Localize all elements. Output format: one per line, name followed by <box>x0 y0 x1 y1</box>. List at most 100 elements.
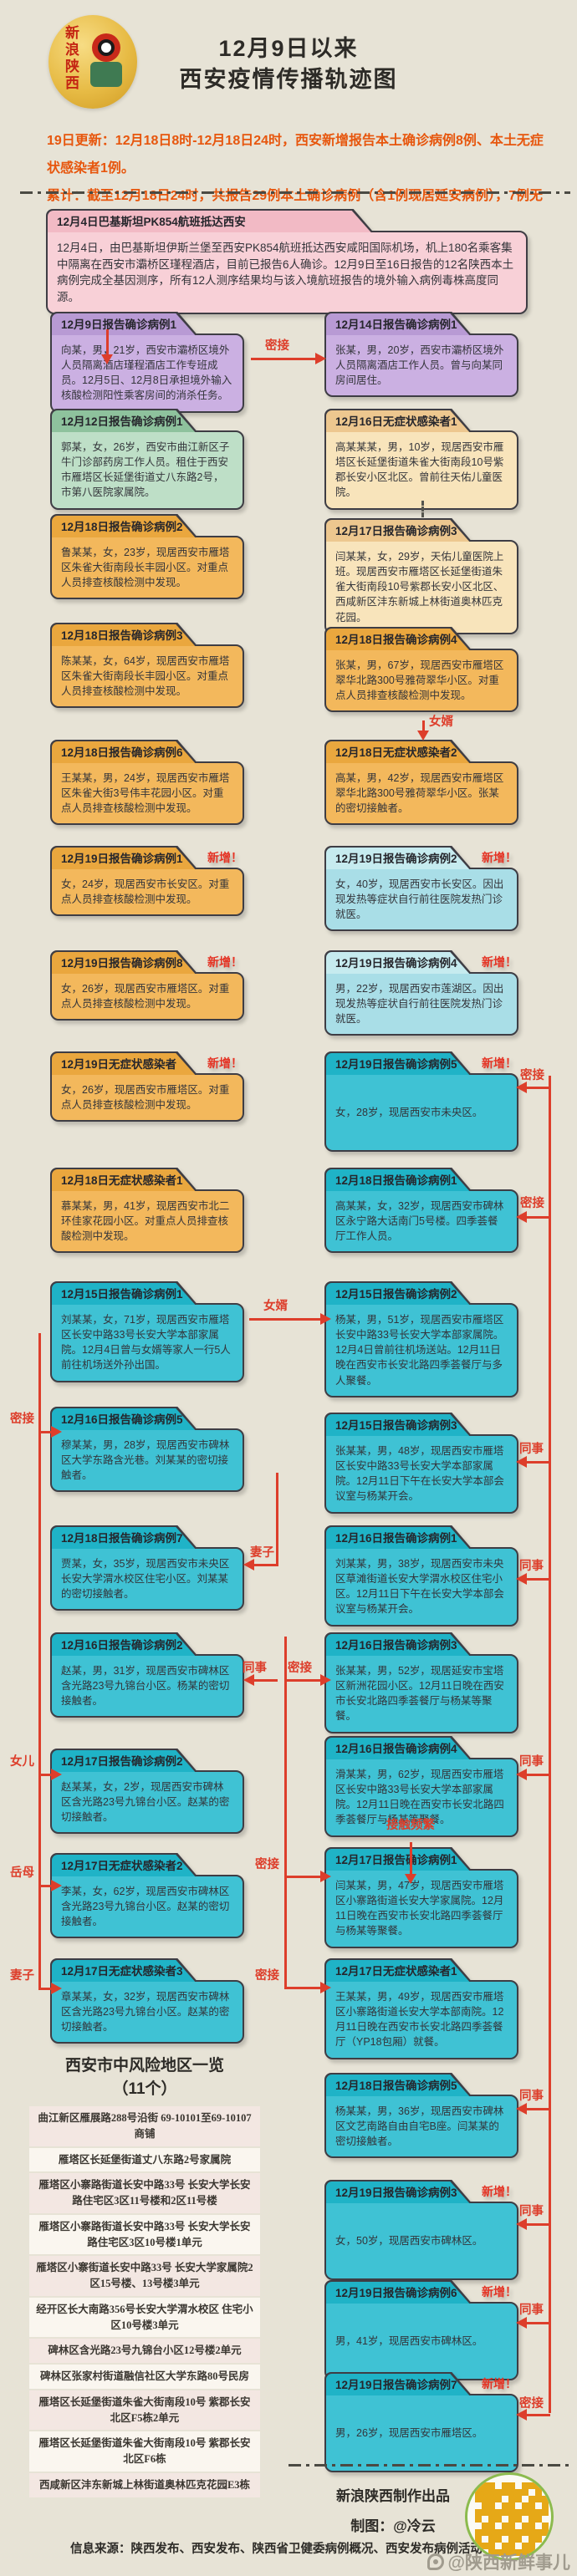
relation-label: 妻子 <box>10 1969 34 1983</box>
connector-line <box>284 1987 321 1989</box>
qr-module <box>528 2529 535 2536</box>
qr-module <box>475 2543 482 2549</box>
relation-label: 密接 <box>10 1413 34 1426</box>
case-box-tab: 12月15日报告确诊病例3 <box>324 1413 472 1436</box>
qr-module <box>508 2549 515 2556</box>
qr-module <box>488 2509 495 2516</box>
qr-module <box>542 2543 549 2549</box>
case-body: 王某某，男，49岁，现居西安市雁塔区小寨路街道长安大学本部南院。12月11日晚在… <box>324 1980 518 2059</box>
case-box-tab: 12月18日报告确诊病例3 <box>50 623 197 646</box>
case-box-tab: 12月19日报告确诊病例2 <box>324 846 472 869</box>
connector-line <box>520 2108 550 2110</box>
case-title: 12月16日无症状感染者1 <box>326 410 469 432</box>
risk-title-text: 西安市中风险地区一览 <box>64 2057 224 2075</box>
qr-module <box>535 2523 542 2529</box>
relation-label: 密接 <box>520 1069 544 1082</box>
case-box-tab: 12月16日报告确诊病例2 <box>50 1632 197 1656</box>
risk-area-row: 雁塔区小寨路街道长安中路33号 长安大学长安路住宅区3区10号楼1单元 <box>29 2214 260 2255</box>
origin-box-title: 12月4日巴基斯坦PK854航班抵达西安 <box>48 211 371 232</box>
case-title: 12月16日报告确诊病例1 <box>326 1527 469 1549</box>
qr-module <box>508 2509 515 2516</box>
qr-module <box>502 2496 508 2502</box>
case-body: 女，40岁，现居西安市长安区。因出现发热等症状自行前往医院发热门诊就医。 <box>324 868 518 932</box>
relation-label: 女儿 <box>10 1755 34 1769</box>
case-box-tab: 12月18日报告确诊病例2 <box>50 514 197 537</box>
weibo-eye-icon <box>426 2553 444 2570</box>
risk-area-row: 雁塔区长延堡街道丈八东路2号家属院 <box>29 2147 260 2172</box>
case-box-tab: 12月16日报告确诊病例3 <box>324 1632 472 1656</box>
case-title: 12月18日报告确诊病例3 <box>52 624 195 646</box>
qr-module <box>522 2523 528 2529</box>
arrowhead-icon <box>510 1769 527 1780</box>
relation-label: 妻子 <box>250 1546 274 1560</box>
qr-module <box>515 2549 522 2556</box>
qr-module <box>502 2489 508 2496</box>
qr-module <box>528 2502 535 2509</box>
qr-module <box>528 2536 535 2543</box>
case-box-tab: 12月17日报告确诊病例2 <box>50 1749 197 1772</box>
case-body: 女，26岁，现居西安市雁塔区。对重点人员排查核酸检测中发现。 <box>50 1073 244 1123</box>
case-body: 女，50岁，现居西安市碑林区。 <box>324 2202 518 2280</box>
risk-area-row: 碑林区含光路23号九锦台小区12号楼2单元 <box>29 2339 260 2363</box>
case-body: 鲁某某，女，23岁，现居西安市雁塔区朱雀大街南段长丰园小区。对重点人员排查核酸检… <box>50 536 244 600</box>
qr-module <box>542 2516 549 2523</box>
qr-module <box>475 2523 482 2529</box>
relation-label: 女婿 <box>429 715 453 729</box>
qr-module <box>475 2509 482 2516</box>
case-title: 12月19日报告确诊病例2 <box>326 848 469 869</box>
qr-module <box>542 2523 549 2529</box>
qr-module <box>522 2549 528 2556</box>
case-body: 张某，男，67岁，现居西安市雁塔区翠华北路300号雅荷翠华小区。对重点人员排查核… <box>324 649 518 713</box>
case-title: 12月18日报告确诊病例1 <box>326 1169 469 1191</box>
case-title: 12月15日报告确诊病例3 <box>326 1414 469 1436</box>
relation-label: 接触频繁 <box>386 1819 435 1832</box>
producer-credit: 新浪陕西制作出品 <box>336 2488 450 2504</box>
qr-module <box>508 2543 515 2549</box>
arrowhead-icon <box>51 1983 68 1994</box>
risk-area-row: 经开区长大南路356号长安大学渭水校区 住宅小区10号楼3单元 <box>29 2297 260 2338</box>
qr-module <box>515 2543 522 2549</box>
arrowhead-icon <box>51 1880 68 1891</box>
case-body: 贾某，女，35岁，现居西安市未央区长安大学渭水校区住宅小区。刘某某的密切接触者。 <box>50 1547 244 1611</box>
case-box-tab: 12月14日报告确诊病例1 <box>324 312 472 335</box>
illustrator-credit: 制图：@冷云 <box>350 2518 436 2534</box>
case-body: 张某某，男，48岁，现居西安市雁塔区长安中路33号长安大学本部家属院。12月11… <box>324 1434 518 1514</box>
qr-module <box>488 2516 495 2523</box>
connector-line <box>249 1318 321 1321</box>
connector-line <box>284 1876 321 1878</box>
case-title: 12月18日报告确诊病例2 <box>52 516 195 537</box>
arrowhead-icon <box>51 1769 68 1780</box>
arrowhead-icon <box>510 1456 527 1468</box>
qr-module <box>535 2489 542 2496</box>
case-box-tab: 12月18日报告确诊病例5 <box>324 2073 472 2096</box>
relation-label: 女婿 <box>263 1300 288 1313</box>
qr-module <box>488 2543 495 2549</box>
arrowhead-icon <box>237 1559 254 1571</box>
qr-module <box>535 2482 542 2489</box>
new-badge: 新增！ <box>207 955 243 969</box>
qr-module <box>528 2489 535 2496</box>
qr-module <box>528 2482 535 2489</box>
new-badge: 新增！ <box>482 2185 517 2198</box>
case-box-tab: 12月19日报告确诊病例6 <box>324 2280 472 2304</box>
qr-module <box>495 2529 502 2536</box>
relation-label: 同事 <box>519 2304 544 2317</box>
title-line2: 西安疫情传播轨迹图 <box>179 67 398 92</box>
connector-line <box>520 1774 550 1776</box>
case-title: 12月17日报告确诊病例1 <box>326 1849 469 1871</box>
qr-module <box>475 2496 482 2502</box>
qr-module <box>495 2549 502 2556</box>
qr-module <box>502 2516 508 2523</box>
